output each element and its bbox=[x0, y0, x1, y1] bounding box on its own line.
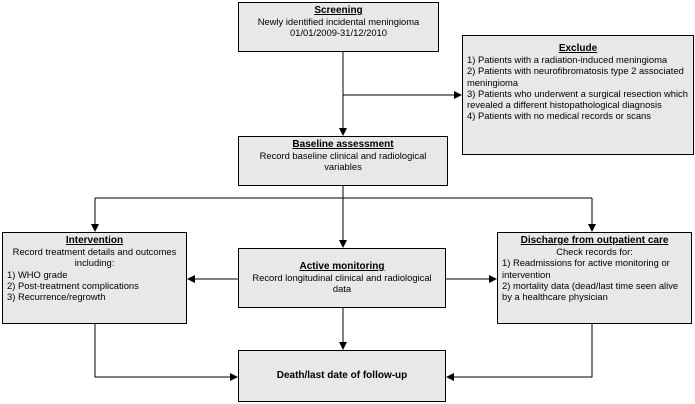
baseline-title: Baseline assessment bbox=[292, 139, 394, 150]
exclude-box: Exclude 1) Patients with a radiation-ind… bbox=[462, 35, 694, 155]
baseline-text: Record baseline clinical and radiologica… bbox=[259, 150, 427, 173]
screening-line-1: Newly identified incidental meningioma bbox=[257, 16, 420, 28]
intervention-item: 3) Recurrence/regrowth bbox=[7, 291, 106, 303]
exclude-title: Exclude bbox=[558, 43, 598, 54]
discharge-text: Check records for: bbox=[556, 246, 633, 258]
intervention-text: Record treatment details and outcomes in… bbox=[12, 246, 177, 269]
discharge-item: 1) Readmissions for active monitoring or… bbox=[502, 257, 670, 280]
arrow-discharge-to-death bbox=[446, 324, 593, 381]
screening-box: Screening Newly identified incidental me… bbox=[238, 2, 439, 52]
screening-line-2: 01/01/2009-31/12/2010 bbox=[290, 27, 387, 39]
discharge-item: 2) mortality data (dead/last time seen a… bbox=[502, 279, 679, 303]
intervention-list: 1) WHO grade 2) Post-treatment complicat… bbox=[7, 269, 182, 303]
baseline-assessment-box: Baseline assessment Record baseline clin… bbox=[238, 136, 448, 186]
discharge-list: 1) Readmissions for active monitoring or… bbox=[502, 257, 687, 302]
monitoring-text: Record longitudinal clinical and radiolo… bbox=[252, 272, 432, 295]
intervention-title: Intervention bbox=[65, 235, 124, 246]
death-title: Death/last date of follow-up bbox=[276, 370, 408, 382]
discharge-box: Discharge from outpatient care Check rec… bbox=[497, 232, 692, 324]
exclude-item: 3) Patients who underwent a surgical res… bbox=[467, 87, 688, 111]
active-monitoring-box: Active monitoring Record longitudinal cl… bbox=[238, 248, 446, 308]
discharge-title: Discharge from outpatient care bbox=[520, 235, 669, 246]
monitoring-title: Active monitoring bbox=[299, 261, 385, 272]
intervention-item: 2) Post-treatment complications bbox=[7, 279, 139, 291]
exclude-item: 1) Patients with a radiation-induced men… bbox=[467, 54, 668, 66]
intervention-item: 1) WHO grade bbox=[7, 268, 68, 280]
death-followup-box: Death/last date of follow-up bbox=[238, 350, 446, 402]
exclude-list: 1) Patients with a radiation-induced men… bbox=[467, 54, 689, 121]
exclude-item: 2) Patients with neurofibromatosis type … bbox=[467, 65, 684, 88]
intervention-box: Intervention Record treatment details an… bbox=[2, 232, 187, 324]
arrow-intervention-to-death bbox=[94, 324, 238, 381]
exclude-item: 4) Patients with no medical records or s… bbox=[467, 110, 651, 122]
screening-title: Screening bbox=[314, 5, 363, 16]
